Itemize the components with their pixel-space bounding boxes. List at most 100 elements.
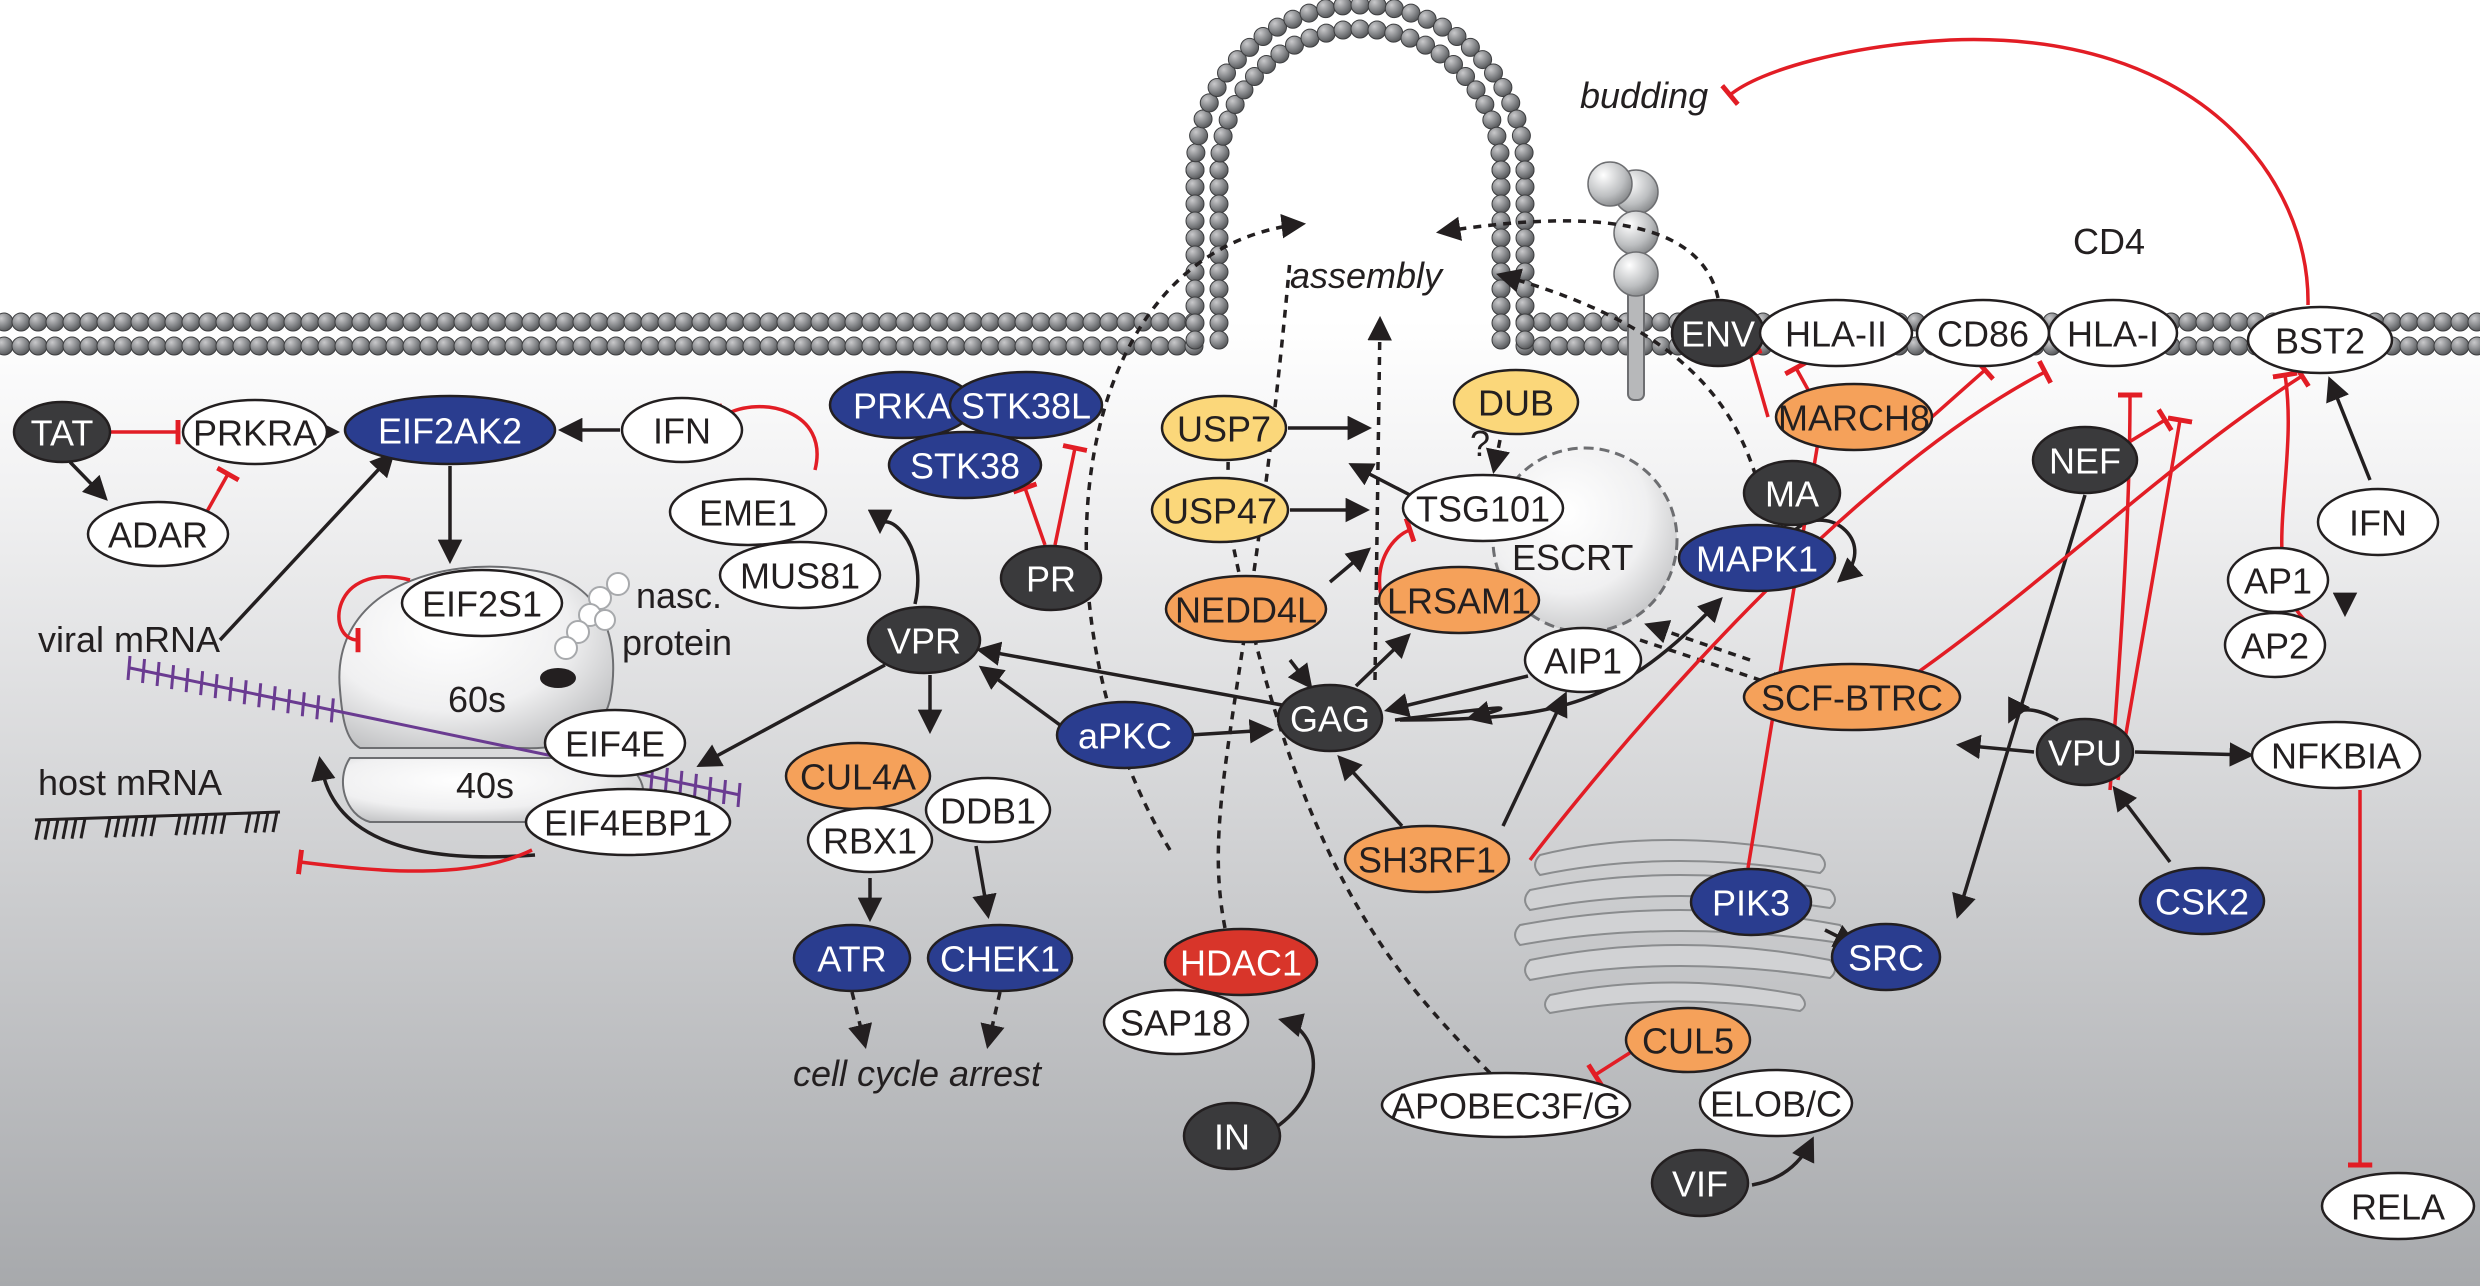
host-mrna-label: host mRNA — [38, 762, 222, 803]
cd4-receptor — [1587, 161, 1659, 401]
cd4-label: CD4 — [2073, 221, 2145, 262]
node-march8: MARCH8 — [1774, 382, 1934, 452]
node-shape — [1742, 662, 1962, 732]
activation-edge — [1639, 638, 1794, 696]
node-label: RBX1 — [823, 821, 917, 862]
ribosome-40s-label: 40s — [456, 765, 514, 806]
escrt-label: ESCRT — [1512, 537, 1633, 578]
inhibition-edge — [1720, 37, 2310, 306]
node-in: IN — [1182, 1101, 1282, 1171]
node-label: NFKBIA — [2271, 736, 2401, 777]
node-shape — [887, 430, 1043, 500]
node-label: BST2 — [2275, 321, 2365, 362]
node-shape — [2138, 866, 2266, 936]
activation-edge — [1337, 754, 1404, 828]
node-mapk1: MAPK1 — [1677, 523, 1837, 593]
inhibition-edge — [1930, 359, 1995, 419]
node-cul5: CUL5 — [1624, 1006, 1752, 1074]
node-shape — [86, 500, 230, 568]
node-label: ENV — [1681, 314, 1755, 355]
node-label: NEDD4L — [1175, 590, 1317, 631]
node-shape — [924, 776, 1052, 844]
node-label: EIF4E — [565, 724, 665, 765]
node-label: LRSAM1 — [1387, 581, 1531, 622]
node-env: ENV — [1670, 298, 1766, 368]
node-shape — [1401, 473, 1565, 543]
node-dub: DUB — [1452, 368, 1580, 436]
activation-edge — [1952, 494, 2087, 919]
node-hlai: HLA-I — [2047, 298, 2179, 368]
inhibition-edge — [1905, 364, 2311, 682]
node-label: AP1 — [2244, 561, 2312, 602]
node-shape — [1377, 565, 1541, 635]
node-ma: MA — [1742, 459, 1842, 527]
node-hlaii: HLA-II — [1758, 298, 1914, 368]
activation-edge — [1328, 547, 1372, 584]
budding-label: budding — [1580, 75, 1708, 116]
node-shape — [926, 923, 1074, 993]
viral-mrna-label: viral mRNA — [38, 619, 220, 660]
node-label: RELA — [2351, 1187, 2445, 1228]
node-shape — [1164, 574, 1328, 644]
activation-edge — [1384, 674, 1529, 718]
node-ddb1: DDB1 — [924, 776, 1052, 844]
node-label: ATR — [817, 939, 886, 980]
node-shape — [999, 544, 1103, 612]
node-shape — [1276, 683, 1384, 753]
activation-edge — [1399, 597, 1723, 722]
node-cd86: CD86 — [1915, 298, 2051, 368]
node-ap2: AP2 — [2223, 611, 2327, 679]
activation-edge — [1644, 620, 1751, 662]
node-label: HDAC1 — [1180, 943, 1302, 984]
activation-edge — [696, 663, 886, 767]
node-label: GAG — [1290, 699, 1370, 740]
node-shape — [1624, 1006, 1752, 1074]
activation-edge — [2134, 742, 2255, 767]
inhibition-edge — [1737, 348, 1770, 418]
node-eif2ak2: EIF2AK2 — [343, 394, 557, 466]
node-shape — [792, 923, 912, 993]
node-label: MUS81 — [740, 556, 860, 597]
node-shape — [1742, 459, 1842, 527]
node-shape — [1452, 368, 1580, 436]
node-label: EME1 — [699, 493, 797, 534]
question-mark: ? — [1470, 423, 1490, 464]
node-shape — [2031, 425, 2139, 495]
activation-edge — [1751, 1136, 1815, 1187]
protein-label: protein — [622, 622, 732, 663]
node-label: MA — [1765, 474, 1819, 515]
activation-edge — [972, 845, 997, 920]
node-hdac1: HDAC1 — [1163, 927, 1319, 997]
node-vpu: VPU — [2035, 717, 2135, 787]
node-label: EIF2AK2 — [378, 411, 522, 452]
node-shape — [400, 568, 564, 638]
node-label: CSK2 — [2155, 882, 2249, 923]
activation-edge — [1367, 315, 1392, 681]
node-apobec3fg: APOBEC3F/G — [1380, 1071, 1632, 1139]
node-label: SRC — [1848, 938, 1924, 979]
node-sh3rf1: SH3RF1 — [1343, 824, 1511, 894]
activation-edge — [867, 509, 920, 605]
node-shape — [1698, 1068, 1854, 1138]
node-usp7: USP7 — [1160, 394, 1288, 462]
node-label: IFN — [2349, 503, 2407, 544]
node-shape — [1150, 476, 1290, 544]
inhibition-edge — [1377, 517, 1417, 601]
node-label: SAP18 — [1120, 1003, 1232, 1044]
node-label: SH3RF1 — [1358, 840, 1496, 881]
node-label: MARCH8 — [1778, 398, 1930, 439]
node-ifn2: IFN — [2316, 487, 2440, 557]
node-nedd4l: NEDD4L — [1164, 574, 1328, 644]
activation-edge — [1274, 1013, 1316, 1130]
node-shape — [2316, 487, 2440, 557]
node-rela: RELA — [2320, 1171, 2476, 1241]
node-shape — [668, 477, 828, 547]
node-shape — [1055, 700, 1195, 770]
node-bst2: BST2 — [2246, 305, 2394, 375]
node-shape — [866, 605, 982, 675]
activation-edge — [1435, 216, 1720, 299]
node-label: EIF4EBP1 — [544, 803, 712, 844]
node-shape — [1650, 1148, 1750, 1218]
node-label: HLA-I — [2067, 314, 2159, 355]
